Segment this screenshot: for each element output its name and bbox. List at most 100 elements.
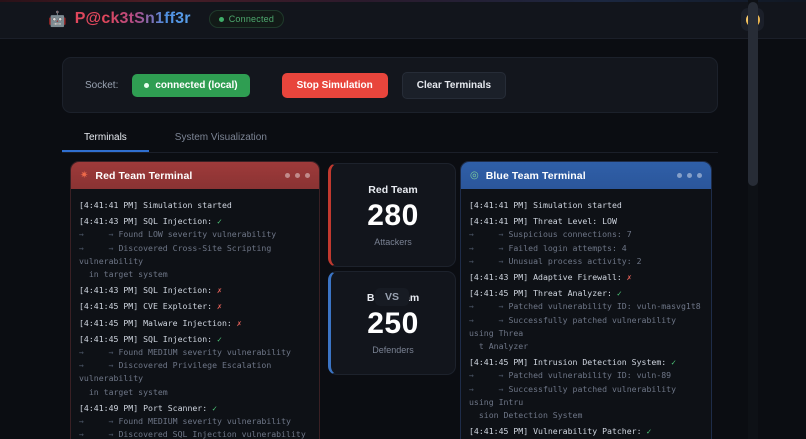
terminal-line: [4:41:43 PM] SQL Injection: ✗ bbox=[79, 285, 222, 296]
failure-icon: ✗ bbox=[236, 317, 242, 328]
failure-icon: ✗ bbox=[217, 301, 222, 312]
window-dot-icon bbox=[305, 173, 310, 178]
blue-terminal-output[interactable]: [4:41:41 PM] Simulation started [4:41:41 … bbox=[461, 189, 711, 439]
terminal-line: → → Successfully patched vulnerability u… bbox=[469, 383, 681, 407]
page-scrollbar-track[interactable] bbox=[748, 0, 758, 439]
socket-label: Socket: bbox=[85, 79, 119, 91]
arrow-icon: → → bbox=[79, 360, 119, 371]
terminal-line: t Analyzer bbox=[469, 341, 529, 352]
terminal-line: [4:41:49 PM] Port Scanner: ✓ bbox=[79, 402, 218, 413]
top-bar: 🤖 P@ck3tSn1ff3r Connected bbox=[0, 0, 806, 39]
blue-team-terminal: ◎ Blue Team Terminal [4:41:41 PM] Simula… bbox=[460, 161, 712, 439]
shield-icon: ◎ bbox=[470, 169, 479, 181]
success-icon: ✓ bbox=[646, 426, 652, 437]
tab-system-visualization[interactable]: System Visualization bbox=[153, 127, 289, 152]
terminal-line: → → Suspicious connections: 7 bbox=[469, 229, 632, 240]
red-terminal-title: Red Team Terminal bbox=[95, 169, 193, 182]
red-terminal-header: ✷ Red Team Terminal bbox=[71, 162, 319, 189]
failure-icon: ✗ bbox=[626, 272, 632, 283]
arrow-icon: → → bbox=[469, 383, 509, 394]
terminal-line: [4:41:41 PM] Simulation started bbox=[79, 200, 232, 210]
terminal-line: in target system bbox=[79, 269, 168, 280]
terminal-line: [4:41:45 PM] Threat Analyzer: ✓ bbox=[469, 288, 622, 299]
arrow-icon: → → bbox=[469, 255, 509, 266]
arrow-icon: → → bbox=[469, 242, 509, 253]
success-icon: ✓ bbox=[217, 333, 222, 344]
terminal-line: → → Unusual process activity: 2 bbox=[469, 255, 642, 266]
window-dot-icon bbox=[677, 173, 682, 178]
top-accent-bar bbox=[0, 0, 806, 2]
terminal-line: [4:41:45 PM] CVE Exploiter: ✗ bbox=[79, 301, 222, 312]
terminal-line: → → Discovered Privilege Escalation vuln… bbox=[79, 360, 277, 384]
terminal-line: → → Patched vulnerability ID: vuln-89 bbox=[469, 370, 672, 381]
red-terminal-output[interactable]: [4:41:41 PM] Simulation started [4:41:43 … bbox=[71, 189, 319, 439]
socket-dot-icon bbox=[144, 82, 150, 88]
terminal-line: → → Successfully patched vulnerability u… bbox=[469, 314, 681, 338]
robot-icon: 🤖 bbox=[48, 10, 67, 28]
red-team-score: 280 bbox=[367, 198, 419, 232]
arrow-icon: → → bbox=[79, 429, 119, 439]
tab-terminals[interactable]: Terminals bbox=[62, 127, 149, 152]
terminal-line: [4:41:43 PM] SQL Injection: ✓ bbox=[79, 216, 222, 227]
blue-team-role: Defenders bbox=[372, 344, 414, 355]
red-team-terminal: ✷ Red Team Terminal [4:41:41 PM] Simulat… bbox=[70, 161, 320, 439]
control-panel: Socket: connected (local) Stop Simulatio… bbox=[62, 57, 718, 113]
arrow-icon: → → bbox=[469, 370, 509, 381]
arrow-icon: → → bbox=[79, 229, 119, 240]
clear-terminals-button[interactable]: Clear Terminals bbox=[401, 71, 507, 99]
window-dots[interactable] bbox=[677, 173, 702, 178]
window-dot-icon bbox=[697, 173, 702, 178]
success-icon: ✓ bbox=[671, 357, 677, 368]
arrow-icon: → → bbox=[79, 416, 119, 427]
connection-status-label: Connected bbox=[228, 14, 275, 24]
terminal-line: → → Discovered Cross-Site Scripting vuln… bbox=[79, 242, 277, 266]
arrow-icon: → → bbox=[469, 301, 509, 312]
terminal-line: in target system bbox=[79, 386, 168, 397]
status-dot-icon bbox=[218, 16, 224, 22]
terminal-line: [4:41:45 PM] Vulnerability Patcher: ✓ bbox=[469, 426, 652, 437]
brand: 🤖 P@ck3tSn1ff3r bbox=[48, 10, 191, 28]
terminal-line: → → Failed login attempts: 4 bbox=[469, 242, 627, 253]
page-scrollbar-thumb[interactable] bbox=[748, 2, 758, 186]
red-team-label: Red Team bbox=[368, 183, 418, 196]
terminal-line: [4:41:45 PM] Intrusion Detection System:… bbox=[469, 357, 677, 368]
arrow-icon: → → bbox=[79, 347, 119, 358]
terminal-line: [4:41:45 PM] SQL Injection: ✓ bbox=[79, 333, 222, 344]
red-team-role: Attackers bbox=[374, 236, 412, 247]
terminal-line: [4:41:41 PM] Simulation started bbox=[469, 200, 622, 210]
terminal-line: → → Patched vulnerability ID: vuln-masvg… bbox=[469, 301, 701, 312]
page-title: P@ck3tSn1ff3r bbox=[74, 10, 191, 27]
vs-badge: VS bbox=[375, 288, 409, 306]
tab-bar: Terminals System Visualization bbox=[62, 127, 718, 153]
terminal-line: [4:41:45 PM] Malware Injection: ✗ bbox=[79, 317, 242, 328]
page-body: Socket: connected (local) Stop Simulatio… bbox=[0, 39, 806, 439]
star-icon: ✷ bbox=[80, 169, 89, 181]
failure-icon: ✗ bbox=[217, 285, 222, 296]
blue-team-score: 250 bbox=[367, 306, 419, 340]
red-score-card: Red Team 280 Attackers bbox=[328, 163, 456, 267]
success-icon: ✓ bbox=[212, 402, 218, 413]
terminal-line: → → Found MEDIUM severity vulnerability bbox=[79, 347, 291, 358]
success-icon: ✓ bbox=[217, 216, 222, 227]
window-dots[interactable] bbox=[285, 173, 310, 178]
terminal-line: → → Found MEDIUM severity vulnerability bbox=[79, 416, 291, 427]
arrow-icon: → → bbox=[469, 314, 509, 325]
terminal-line: [4:41:43 PM] Adaptive Firewall: ✗ bbox=[469, 272, 632, 283]
window-dot-icon bbox=[687, 173, 692, 178]
success-icon: ✓ bbox=[616, 288, 622, 299]
stop-simulation-button[interactable]: Stop Simulation bbox=[281, 72, 388, 98]
blue-terminal-title: Blue Team Terminal bbox=[485, 169, 586, 182]
socket-status-label: connected (local) bbox=[155, 79, 238, 91]
socket-status-badge: connected (local) bbox=[132, 73, 250, 97]
window-dot-icon bbox=[295, 173, 300, 178]
terminal-line: → → Discovered SQL Injection vulnerabili… bbox=[79, 429, 306, 439]
arrow-icon: → → bbox=[469, 229, 509, 240]
terminal-line: → → Found LOW severity vulnerability bbox=[79, 229, 277, 240]
blue-terminal-header: ◎ Blue Team Terminal bbox=[461, 162, 711, 189]
terminal-line: [4:41:41 PM] Threat Level: LOW bbox=[469, 216, 617, 227]
blue-score-card: Blue Team 250 Defenders bbox=[328, 271, 456, 375]
arrow-icon: → → bbox=[79, 242, 119, 253]
connection-status-badge: Connected bbox=[208, 10, 285, 28]
terminal-line: sion Detection System bbox=[469, 410, 583, 421]
